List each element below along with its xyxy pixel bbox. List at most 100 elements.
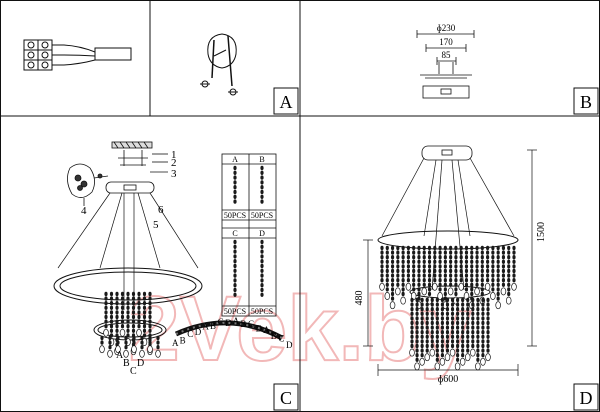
upper-ring-d-crystal [464, 255, 469, 260]
panel-d: 1500 480 ɸ600 D [354, 145, 599, 411]
lower-ring-d-crystal [420, 330, 424, 335]
upper-ring-d-crystal [390, 255, 395, 260]
upper-ring-d-crystal [454, 245, 458, 251]
upper-ring-d-crystal [427, 291, 432, 297]
lower-ring-d-crystal [415, 334, 419, 339]
chart-strand-crystal [260, 239, 264, 245]
lower-ring-d-crystal [486, 297, 490, 303]
upper-ring-d-crystal [422, 268, 426, 274]
upper-ring-d-crystal [417, 287, 421, 292]
strand-label-a: A [116, 350, 124, 361]
lower-ring-d-crystal [466, 316, 470, 321]
lower-ring-d-crystal [425, 320, 429, 326]
lower-ring-d-crystal [410, 330, 414, 335]
upper-ring-crystal [109, 291, 114, 297]
upper-ring-crystal [131, 319, 136, 324]
upper-ring-d-crystal [417, 268, 421, 274]
lower-ring-d-crystal [435, 325, 439, 330]
upper-ring-d-crystal [443, 291, 447, 297]
upper-ring-d-crystal [412, 264, 416, 269]
upper-ring-d-crystal [454, 278, 458, 283]
crystal-strands-c [99, 291, 161, 358]
upper-ring-d-crystal [459, 268, 463, 274]
upper-ring-crystal [109, 301, 114, 306]
upper-ring-d-crystal [480, 255, 484, 260]
upper-ring-d-crystal [390, 296, 395, 301]
lower-ring-d-crystal [435, 316, 439, 321]
lower-ring-d-crystal [445, 334, 450, 339]
lower-ring-d-crystal [420, 302, 424, 307]
chart-count-a: 50PCS [224, 211, 246, 220]
upper-ring-d-crystal [422, 278, 426, 283]
upper-ring-crystal [148, 301, 152, 306]
upper-ring-d-crystal [496, 268, 500, 274]
lower-ring-d-crystal [476, 348, 480, 353]
upper-ring-d-crystal [475, 259, 479, 264]
dimension-1500: 1500 [536, 222, 547, 242]
chain-letter: C [278, 333, 284, 343]
upper-ring-d-crystal [390, 282, 395, 287]
upper-ring-d-crystal [443, 259, 447, 264]
lower-ring-d-crystal [420, 353, 424, 358]
lower-ring-d-pendant [454, 362, 461, 371]
lower-ring-d-crystal [481, 348, 485, 353]
upper-ring-crystal [142, 291, 147, 297]
upper-ring-d-crystal [507, 250, 511, 255]
upper-ring-d-crystal [501, 250, 506, 255]
upper-ring-d-crystal [443, 250, 447, 255]
lower-ring-d-crystal [456, 325, 460, 330]
upper-ring-d-crystal [380, 245, 384, 251]
upper-ring-d-crystal [496, 259, 500, 264]
chart-strand-crystal [260, 287, 264, 293]
lower-ring-d-pendant [424, 353, 430, 362]
upper-ring-d-crystal [491, 278, 495, 283]
lower-ring-d-pendant [429, 348, 436, 357]
upper-ring-d-crystal [496, 255, 500, 260]
upper-ring-d-crystal [443, 245, 447, 251]
upper-ring-d-crystal [433, 250, 437, 255]
lower-ring-crystal [100, 340, 104, 345]
upper-ring-d-crystal [443, 287, 447, 292]
lower-ring-d-crystal [445, 343, 450, 349]
panel-a-letter: A [280, 92, 293, 112]
upper-ring-d-crystal [385, 259, 389, 264]
lower-ring-d-crystal [481, 311, 485, 316]
lower-ring-d-crystal [461, 339, 465, 344]
upper-ring-d-crystal [417, 282, 421, 287]
lower-ring-d-crystal [486, 339, 490, 344]
lower-ring-d-crystal [430, 307, 434, 312]
upper-ring-d-crystal [401, 255, 405, 260]
lower-ring-d-crystal [450, 302, 455, 307]
upper-ring-d-crystal [501, 273, 506, 278]
upper-ring-d-crystal [491, 259, 495, 264]
upper-ring-d-crystal [507, 264, 511, 269]
upper-ring-d-crystal [412, 268, 416, 274]
lower-ring-d-crystal [430, 325, 434, 330]
terminal-block [23, 39, 132, 71]
lower-ring-d-crystal [435, 339, 439, 344]
lower-ring-crystal [140, 340, 144, 345]
lower-ring-d-crystal [440, 330, 444, 335]
lower-ring-d-crystal [410, 343, 414, 349]
lower-ring-d-crystal [476, 320, 480, 326]
upper-ring-d-crystal [507, 245, 511, 251]
upper-ring-d-crystal [486, 255, 490, 260]
wire-clip [200, 33, 238, 96]
dimension-85: 85 [442, 50, 452, 60]
upper-ring-crystal [115, 319, 119, 324]
lower-ring-d-crystal [486, 302, 490, 307]
upper-ring-crystal [131, 305, 136, 310]
upper-ring-d-crystal [464, 245, 469, 251]
lower-ring-d-crystal [466, 297, 470, 303]
lower-ring-d-crystal [471, 320, 475, 326]
lower-ring-d-crystal [456, 307, 460, 312]
upper-ring-d-crystal [491, 268, 495, 274]
lower-ring-d-crystal [471, 325, 475, 330]
chart-strand-crystal [233, 170, 237, 175]
upper-ring-d-crystal [396, 259, 400, 264]
lower-ring-d-crystal [486, 343, 490, 349]
upper-ring-d-crystal [422, 255, 426, 260]
upper-ring-d-crystal [507, 291, 511, 297]
lower-ring-d-crystal [410, 297, 414, 303]
